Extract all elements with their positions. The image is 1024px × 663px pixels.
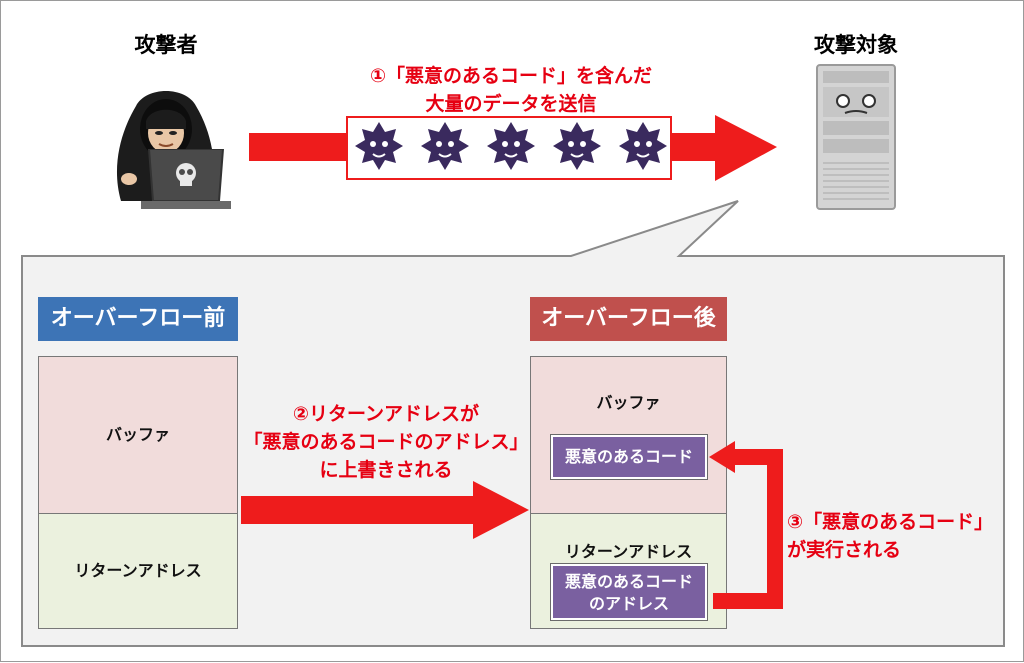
after-buffer-block: バッファ 悪意のあるコード bbox=[531, 357, 726, 514]
code-address-line1: 悪意のあるコード bbox=[564, 572, 693, 591]
malicious-code-block: 悪意のあるコード bbox=[550, 434, 708, 480]
code-address-line2: のアドレス bbox=[588, 594, 669, 613]
before-return-address-block: リターンアドレス bbox=[39, 514, 237, 628]
step3-line2: が実行される bbox=[787, 539, 902, 561]
step2-line3: に上書きされる bbox=[319, 459, 453, 481]
after-title-badge: オーバーフロー後 bbox=[530, 297, 727, 341]
before-buffer-block: バッファ bbox=[39, 357, 237, 514]
step3-line1: ③「悪意のあるコード」 bbox=[787, 511, 994, 533]
server-tower-icon bbox=[816, 64, 896, 210]
malware-row bbox=[351, 119, 671, 174]
after-memory-stack: バッファ 悪意のあるコード リターンアドレス 悪意のあるコード のアドレス bbox=[530, 356, 727, 629]
malware-virus-icon bbox=[553, 122, 601, 170]
after-return-label: リターンアドレス bbox=[564, 542, 693, 561]
before-title-badge: オーバーフロー前 bbox=[38, 297, 238, 341]
overwrite-arrow bbox=[241, 481, 529, 539]
step2-line2: 「悪意のあるコードのアドレス」 bbox=[243, 431, 529, 453]
laptop-skull-icon bbox=[141, 149, 231, 209]
target-label: 攻撃対象 bbox=[814, 33, 898, 57]
after-buffer-label: バッファ bbox=[596, 393, 661, 412]
execute-loop-arrow bbox=[709, 441, 783, 609]
step2-line1: ②リターンアドレスが bbox=[292, 403, 480, 425]
malware-virus-icon bbox=[487, 122, 535, 170]
malicious-code-address-block: 悪意のあるコード のアドレス bbox=[550, 563, 708, 621]
before-memory-stack: バッファ リターンアドレス bbox=[38, 356, 238, 629]
after-return-address-block: リターンアドレス 悪意のあるコード のアドレス bbox=[531, 514, 726, 628]
malware-virus-icon bbox=[355, 122, 403, 170]
malware-virus-icon bbox=[421, 122, 469, 170]
attacker-label: 攻撃者 bbox=[134, 33, 198, 57]
step1-line1: ①「悪意のあるコード」を含んだ bbox=[369, 65, 653, 87]
step1-line2: 大量のデータを送信 bbox=[425, 93, 597, 115]
malware-virus-icon bbox=[619, 122, 667, 170]
